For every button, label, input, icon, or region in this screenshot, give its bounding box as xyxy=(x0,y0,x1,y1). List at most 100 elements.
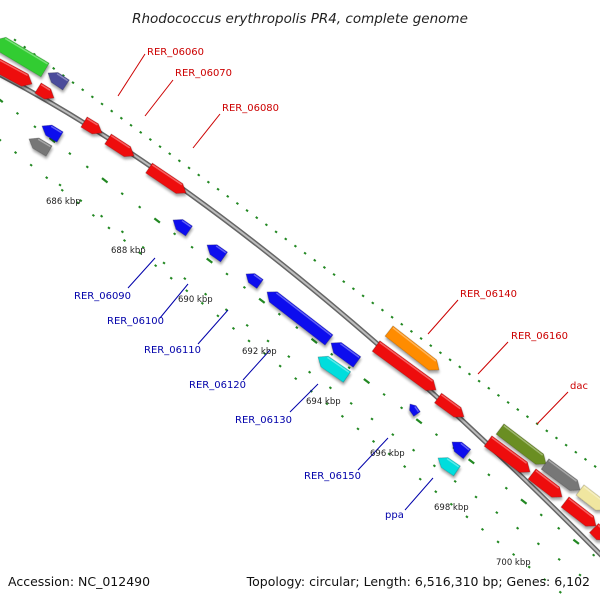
track-dot xyxy=(120,230,124,234)
track-dot xyxy=(294,377,298,381)
track-dot xyxy=(138,205,142,209)
gene-rer-06070[interactable] xyxy=(104,133,138,161)
track-dot xyxy=(303,251,307,255)
track-dot xyxy=(380,308,384,312)
map-title: Rhodococcus erythropolis PR4, complete g… xyxy=(132,11,468,27)
gene-rer-06080-highlight xyxy=(151,164,183,186)
track-dot xyxy=(480,527,485,531)
track-dot xyxy=(14,151,18,155)
gene-label-rer-06120: RER_06120 xyxy=(189,380,246,391)
track-dot xyxy=(33,125,37,129)
gene-blue-top[interactable] xyxy=(39,121,64,143)
track-dot xyxy=(527,565,531,569)
gene-olive-highlight xyxy=(503,425,544,456)
gene-slate-top[interactable] xyxy=(45,68,70,91)
track-dot xyxy=(68,152,72,156)
gene-dac-2-shape xyxy=(588,522,600,541)
track-dot xyxy=(168,152,172,156)
accession-label: Accession: NC_012490 xyxy=(8,574,150,589)
leader-rer-06100 xyxy=(159,283,189,319)
track-dot xyxy=(434,433,439,437)
gene-rer-06160-1[interactable] xyxy=(483,435,534,477)
gene-red-mid-highlight xyxy=(441,394,461,410)
gene-rer-06160-2-shape xyxy=(527,468,563,498)
track-dot xyxy=(277,312,281,316)
gene-red-top-1[interactable] xyxy=(0,57,35,90)
gene-rer-06060-highlight xyxy=(86,118,98,126)
track-dot xyxy=(361,294,365,298)
track-dot xyxy=(325,402,329,406)
track-dot xyxy=(200,301,204,305)
gene-features xyxy=(0,33,600,544)
tick-label-690: 690 kbp xyxy=(178,295,213,305)
track-dot xyxy=(449,502,453,506)
leader-rer-06150 xyxy=(357,437,389,471)
track-dot xyxy=(197,173,201,177)
gene-rer-06160-2[interactable] xyxy=(527,468,566,502)
track-dot xyxy=(263,351,267,356)
track-dot xyxy=(363,378,371,385)
track-dot xyxy=(583,457,588,461)
track-dot xyxy=(382,392,386,397)
track-dot xyxy=(429,344,433,348)
gene-olive[interactable] xyxy=(495,423,550,469)
gene-rer-06100[interactable] xyxy=(204,240,228,263)
gene-yellow-right-shape xyxy=(575,484,600,511)
gene-gray-right[interactable] xyxy=(540,458,584,495)
gene-red-top-2-highlight xyxy=(40,84,51,91)
gene-gray-top-shape xyxy=(28,137,53,157)
gene-label-rer-06090: RER_06090 xyxy=(74,291,131,302)
track-dot xyxy=(371,301,375,305)
leader-rer-06160 xyxy=(477,341,509,375)
track-dot xyxy=(120,192,124,196)
gene-rer-06150[interactable] xyxy=(448,437,472,460)
gene-red-top-2[interactable] xyxy=(34,82,57,103)
dotted-tracks xyxy=(0,38,597,594)
track-dot xyxy=(474,495,478,499)
track-dot xyxy=(90,95,94,99)
gene-ppa[interactable] xyxy=(435,453,461,477)
gene-orange[interactable] xyxy=(384,325,443,375)
gene-rer-06060[interactable] xyxy=(80,116,105,138)
gene-rer-06140[interactable] xyxy=(371,340,440,395)
gene-small-blue[interactable] xyxy=(407,402,421,417)
gene-rer-06080[interactable] xyxy=(145,162,190,198)
gene-label-rer-06110: RER_06110 xyxy=(144,345,201,356)
track-dot xyxy=(415,418,423,425)
gene-rer-06120b[interactable] xyxy=(327,338,362,368)
track-dot xyxy=(154,264,158,268)
leader-rer-06090 xyxy=(127,257,156,289)
gene-dac-1[interactable] xyxy=(560,496,600,531)
gene-rer-06110-highlight xyxy=(253,274,262,281)
gene-green-top[interactable] xyxy=(0,33,50,78)
gene-rer-06130[interactable] xyxy=(314,352,352,383)
track-dot xyxy=(308,370,312,374)
track-dot xyxy=(340,414,344,418)
gene-rer-06110[interactable] xyxy=(243,270,264,289)
leader-rer-06080 xyxy=(192,113,221,149)
track-dot xyxy=(129,123,133,127)
gene-gray-top-highlight xyxy=(37,138,51,148)
gene-rer-06090[interactable] xyxy=(170,215,193,237)
gene-red-mid[interactable] xyxy=(434,392,467,422)
gene-label-dac: dac xyxy=(570,381,588,392)
track-dot xyxy=(496,540,500,544)
track-dot xyxy=(266,339,270,343)
gene-rer-06080-shape xyxy=(145,162,187,194)
track-dot xyxy=(322,265,326,269)
gene-dac-2[interactable] xyxy=(588,522,600,544)
track-dot xyxy=(593,464,597,468)
track-dot xyxy=(100,102,104,106)
track-dot xyxy=(231,326,236,330)
gene-red-top-2-shape xyxy=(34,82,55,100)
track-dot xyxy=(79,199,83,203)
track-dot xyxy=(506,400,510,404)
gene-rer-06120b-highlight xyxy=(339,343,360,358)
track-dot xyxy=(400,406,404,410)
gene-gray-right-shape xyxy=(540,458,581,491)
track-dot xyxy=(409,329,413,333)
gene-rer-06120a[interactable] xyxy=(263,287,334,346)
track-dot xyxy=(58,183,62,187)
gene-gray-top[interactable] xyxy=(26,134,53,157)
